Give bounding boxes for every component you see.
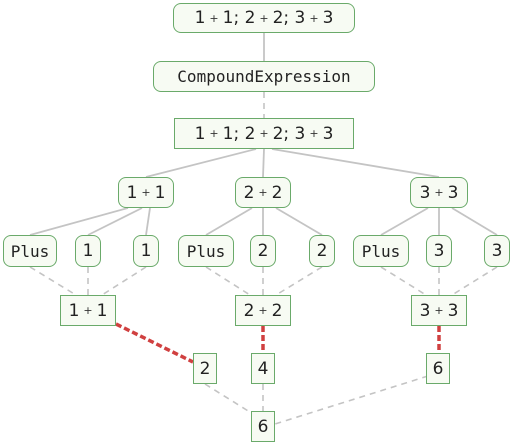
plus1-to-eval1-edge: [29, 266, 77, 296]
result-node-2: 4: [251, 353, 275, 384]
held-to-expr1-edge: [145, 148, 257, 178]
result-node-3: 6: [426, 353, 450, 384]
argument-node-3b: 3: [484, 235, 510, 267]
eval1-to-result1-edge: [115, 322, 194, 364]
evaluated-expression-node-2: 2+2: [235, 295, 291, 326]
expr2-to-arg2b-edge: [275, 207, 323, 236]
expr3-to-arg3b-edge: [451, 207, 498, 236]
argument-node-1a: 1: [75, 235, 101, 267]
expr1-to-arg1a-edge: [87, 207, 143, 236]
evaluated-expression-node-3: 3+3: [411, 295, 467, 326]
plus-head-node-2: Plus: [178, 235, 234, 267]
held-compound-expression-node: 1+1; 2+2; 3+3: [174, 118, 354, 149]
plus-head-node-3: Plus: [353, 235, 409, 267]
expr2-to-plus2-edge: [205, 207, 253, 236]
argument-node-2b: 2: [309, 235, 335, 267]
result-node-1: 2: [193, 353, 217, 384]
argument-node-2a: 2: [250, 235, 276, 267]
expr3-to-plus3-edge: [380, 207, 429, 236]
subexpression-node-1: 1+1: [118, 177, 174, 208]
plus3-to-eval3-edge: [380, 266, 427, 296]
compound-expression-head-node: CompoundExpression: [153, 61, 375, 92]
result1-to-final-edge: [204, 383, 254, 415]
argument-node-3a: 3: [426, 235, 452, 267]
plus2-to-eval2-edge: [205, 266, 251, 296]
arg3b-to-eval3-edge: [451, 266, 498, 296]
arg1b-to-eval1-edge: [101, 266, 147, 296]
held-to-expr2-edge: [262, 148, 265, 178]
argument-node-1b: 1: [133, 235, 159, 267]
held-to-expr3-edge: [271, 148, 440, 178]
expr1-to-plus1-edge: [29, 207, 129, 236]
result3-to-final-edge: [274, 375, 429, 425]
subexpression-node-2: 2+2: [235, 177, 291, 208]
expr1-to-arg1b-edge: [145, 207, 151, 236]
top-expression-node: 1+1; 2+2; 3+3: [173, 3, 355, 33]
evaluated-expression-node-1: 1+1: [60, 295, 116, 326]
arg2b-to-eval2-edge: [275, 266, 323, 296]
plus-head-node-1: Plus: [3, 235, 57, 267]
subexpression-node-3: 3+3: [410, 177, 468, 208]
final-result-node: 6: [251, 411, 275, 442]
